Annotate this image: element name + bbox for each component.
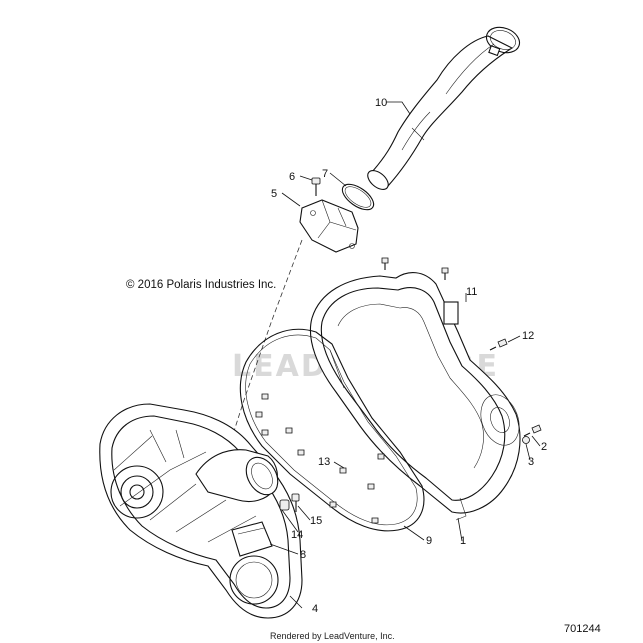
callout-3: 3 <box>528 456 534 468</box>
footer-credit: Rendered by LeadVenture, Inc. <box>270 631 395 641</box>
alignment-line <box>227 239 303 451</box>
callout-5: 5 <box>271 188 277 200</box>
callout-13: 13 <box>318 456 330 468</box>
callout-4: 4 <box>312 603 318 615</box>
leader-lines <box>269 101 541 609</box>
decal-part[interactable] <box>443 301 459 325</box>
callout-14: 14 <box>291 529 303 541</box>
grommet-part[interactable] <box>279 499 290 511</box>
retainer-screw-part[interactable] <box>291 493 300 512</box>
callout-10: 10 <box>375 97 387 109</box>
callout-2: 2 <box>541 441 547 453</box>
adapter-screw-part[interactable] <box>311 177 321 196</box>
copyright-text: © 2016 Polaris Industries Inc. <box>126 279 276 291</box>
hose-clamp-part[interactable] <box>483 23 523 57</box>
outer-clutch-cover-part[interactable] <box>309 272 525 521</box>
callout-9: 9 <box>426 535 432 547</box>
exhaust-duct-part[interactable] <box>364 35 514 193</box>
cover-bracket-part[interactable] <box>231 521 273 557</box>
callout-6: 6 <box>289 171 295 183</box>
inner-clutch-cover-part[interactable] <box>99 403 303 619</box>
callout-12: 12 <box>522 330 534 342</box>
callout-15: 15 <box>310 515 322 527</box>
callout-7: 7 <box>322 168 328 180</box>
figure-number: 701244 <box>564 623 601 635</box>
cover-gasket-part[interactable] <box>239 328 425 532</box>
callout-8: 8 <box>300 549 306 561</box>
callout-1: 1 <box>460 535 466 547</box>
duct-clamp-ring-part[interactable] <box>338 179 378 214</box>
cover-bolts[interactable] <box>255 257 542 524</box>
air-outlet-adapter-part[interactable] <box>299 199 359 253</box>
callout-11: 11 <box>466 286 477 298</box>
